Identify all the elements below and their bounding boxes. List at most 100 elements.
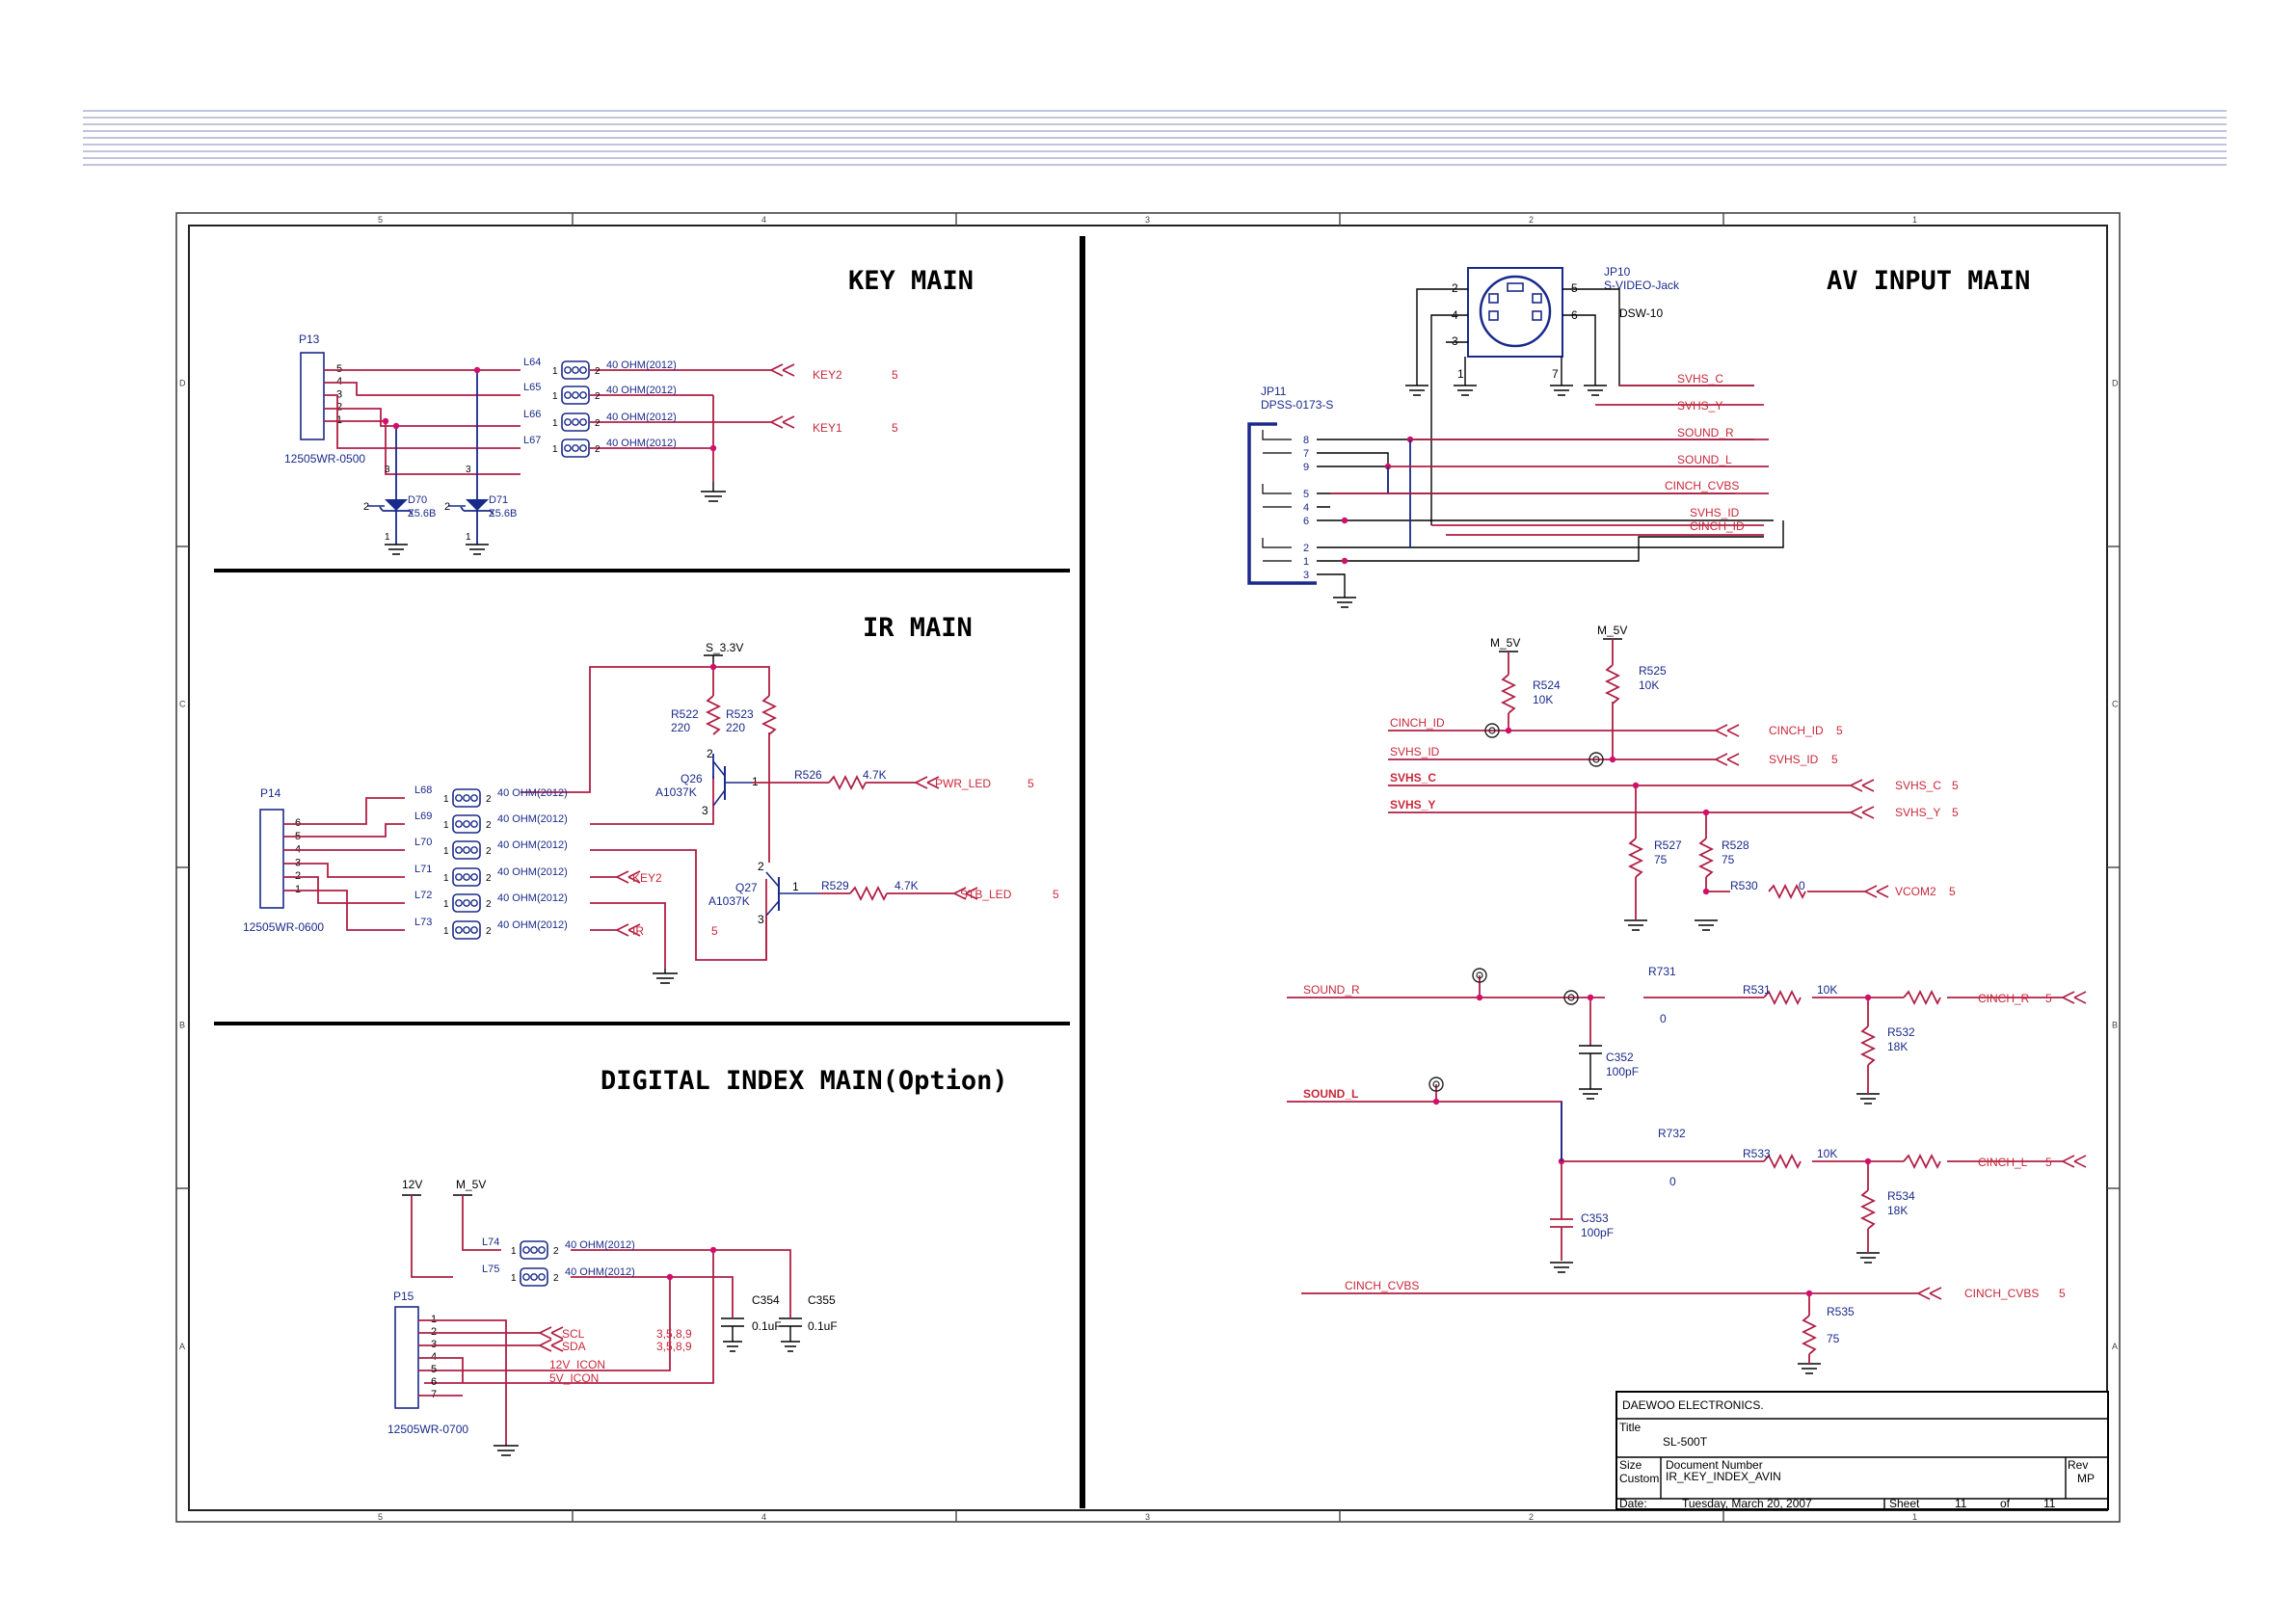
svg-text:2: 2 xyxy=(553,1273,559,1284)
stb-led-net: STB_LED xyxy=(960,888,1012,901)
zone-row-label: A xyxy=(179,1342,185,1351)
out-cinch-cvbs-sheet: 5 xyxy=(2059,1287,2066,1300)
pin-number: 6 xyxy=(295,817,301,829)
ground-symbol xyxy=(1624,919,1647,931)
out-cinch-id-sheet: 5 xyxy=(1836,724,1843,737)
di-inductor: L75 1 2 40 OHM(2012) xyxy=(482,1264,635,1287)
pin-number: 4 xyxy=(431,1351,437,1363)
pin-number: 1 xyxy=(295,884,301,895)
svg-text:40 OHM(2012): 40 OHM(2012) xyxy=(606,385,677,396)
out-svhs-id: SVHS_ID xyxy=(1769,753,1819,766)
q26-ref: Q26 xyxy=(681,772,703,785)
r731-value: 0 xyxy=(1660,1012,1667,1025)
zone-col-label: 5 xyxy=(378,1512,383,1522)
r527-ref: R527 xyxy=(1654,838,1682,852)
supply-m5v: M_5V xyxy=(456,1178,486,1191)
ground-symbol xyxy=(1454,385,1477,396)
svg-text:2: 2 xyxy=(486,873,492,884)
svg-text:L65: L65 xyxy=(523,382,541,393)
sda-net: SDA xyxy=(562,1340,586,1353)
svg-text:1: 1 xyxy=(511,1273,517,1284)
ir-sheet: 5 xyxy=(711,924,718,938)
r532-value: 18K xyxy=(1887,1040,1908,1053)
svg-text:1: 1 xyxy=(552,366,558,377)
svg-text:40 OHM(2012): 40 OHM(2012) xyxy=(565,1266,635,1278)
r533-value: 10K xyxy=(1817,1147,1837,1160)
pin-number: 1 xyxy=(431,1314,437,1325)
zone-row-label: B xyxy=(179,1021,185,1030)
svg-text:40 OHM(2012): 40 OHM(2012) xyxy=(497,787,568,799)
r529-value: 4.7K xyxy=(894,879,919,892)
q27-ref: Q27 xyxy=(735,881,758,894)
pin-number: 1 xyxy=(336,414,342,426)
ground-symbol xyxy=(1550,1262,1573,1273)
svg-text:1: 1 xyxy=(443,794,449,805)
jp11-pin: 6 xyxy=(1303,516,1309,527)
jp11-pin: 8 xyxy=(1303,435,1309,446)
c352-ref: C352 xyxy=(1606,1051,1634,1064)
svg-text:40 OHM(2012): 40 OHM(2012) xyxy=(497,839,568,851)
r531-value: 10K xyxy=(1817,983,1837,997)
out-cinch-r-sheet: 5 xyxy=(2045,992,2052,1005)
scl-net: SCL xyxy=(562,1327,585,1341)
out-vcom2-sheet: 5 xyxy=(1949,885,1956,898)
in-cinch-cvbs: CINCH_CVBS xyxy=(1345,1279,1419,1292)
svg-text:40 OHM(2012): 40 OHM(2012) xyxy=(497,866,568,878)
title-block: DAEWOO ELECTRONICS. Title SL-500T Size C… xyxy=(1615,1391,2109,1510)
r527-value: 75 xyxy=(1654,853,1668,866)
tb-title: SL-500T xyxy=(1663,1435,1708,1449)
svg-text:1: 1 xyxy=(443,846,449,857)
zone-col-label: 4 xyxy=(761,215,766,225)
svg-text:L70: L70 xyxy=(414,837,432,848)
zone-col-label: 5 xyxy=(378,215,383,225)
ir-net: IR xyxy=(632,924,644,938)
jp11-pin: 9 xyxy=(1303,462,1309,473)
out-cinch-r: CINCH_R xyxy=(1978,992,2030,1005)
jp11-pin: 5 xyxy=(1303,489,1309,500)
c354-ref: C354 xyxy=(752,1293,780,1307)
svg-text:Z5.6B: Z5.6B xyxy=(489,508,517,519)
svg-text:40 OHM(2012): 40 OHM(2012) xyxy=(497,892,568,904)
tb-docnum: IR_KEY_INDEX_AVIN xyxy=(1666,1470,1781,1483)
tb-title-label: Title xyxy=(1619,1421,1642,1434)
svg-text:3: 3 xyxy=(1452,334,1458,348)
zone-row-label: C xyxy=(179,700,186,709)
jp11-pin: 7 xyxy=(1303,448,1309,460)
zone-row-label: D xyxy=(2112,379,2119,388)
bus-svhs-id: SVHS_ID xyxy=(1690,506,1740,519)
ground-symbol xyxy=(1695,919,1718,931)
svg-text:1: 1 xyxy=(552,391,558,402)
offsheet-arrow xyxy=(1917,1287,1942,1300)
bus-cinch-cvbs: CINCH_CVBS xyxy=(1665,479,1739,492)
out-svhs-id-sheet: 5 xyxy=(1831,753,1838,766)
svg-text:L67: L67 xyxy=(523,435,541,446)
zone-col-label: 1 xyxy=(1912,1512,1917,1522)
p15-part: 12505WR-0700 xyxy=(387,1423,468,1436)
r535-value: 75 xyxy=(1827,1332,1840,1345)
bus-svhs-c: SVHS_C xyxy=(1677,372,1723,386)
r534-ref: R534 xyxy=(1887,1189,1915,1203)
r534-value: 18K xyxy=(1887,1204,1908,1217)
zone-col-label: 2 xyxy=(1529,215,1534,225)
svg-text:1: 1 xyxy=(385,532,390,543)
header-lines xyxy=(83,110,2227,166)
svg-text:L69: L69 xyxy=(414,811,432,822)
q27-value: A1037K xyxy=(708,894,750,908)
r731-ref: R731 xyxy=(1648,965,1676,978)
tb-size-label: Size xyxy=(1619,1458,1642,1472)
svg-text:L68: L68 xyxy=(414,785,432,796)
c354-value: 0.1uF xyxy=(752,1319,782,1333)
svg-text:1: 1 xyxy=(511,1246,517,1257)
svg-text:L75: L75 xyxy=(482,1264,499,1275)
key2-sheet: 5 xyxy=(892,368,898,382)
12v-icon-net: 12V_ICON xyxy=(549,1358,605,1371)
